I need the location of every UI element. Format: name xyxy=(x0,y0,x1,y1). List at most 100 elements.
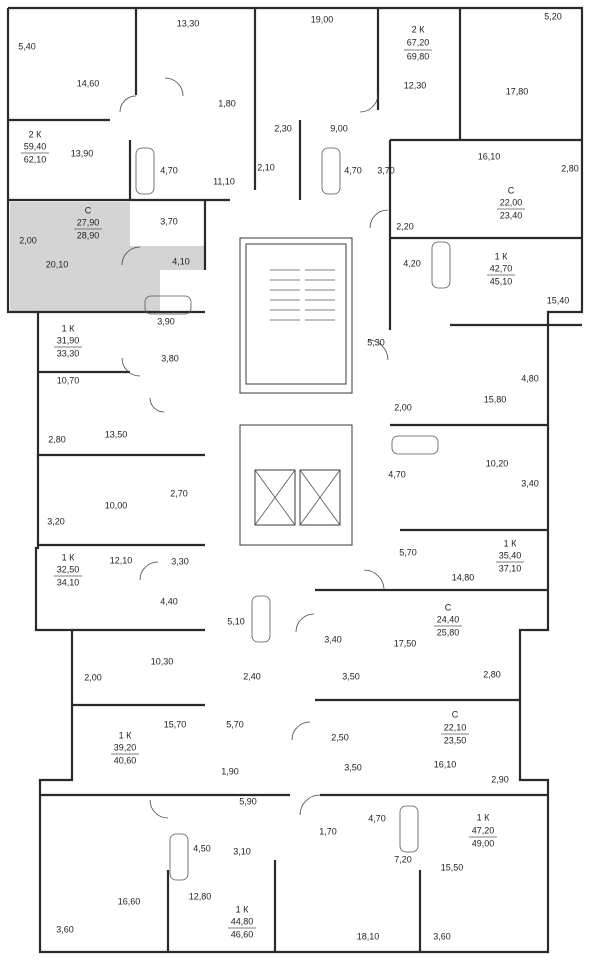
room-area: 2,00 xyxy=(84,672,102,682)
room-area: 10,70 xyxy=(57,375,80,385)
apartment-type: 1 К xyxy=(495,251,509,261)
room-area: 5,10 xyxy=(227,616,245,626)
room-area: 15,40 xyxy=(547,295,570,305)
apartment-type: 1 К xyxy=(62,323,76,333)
apartment-total-area: 33,30 xyxy=(57,348,80,358)
room-area: 2,10 xyxy=(257,162,275,172)
apartment-type: 1 К xyxy=(119,730,133,740)
room-area: 13,90 xyxy=(71,148,94,158)
apartment-label: 1 К 39,20 40,60 xyxy=(111,730,139,765)
room-area: 4,50 xyxy=(193,843,211,853)
apartment-type: 1 К xyxy=(62,552,76,562)
apartment-living-area: 35,40 xyxy=(499,550,522,560)
room-area: 2,30 xyxy=(274,123,292,133)
room-area: 15,50 xyxy=(441,862,464,872)
room-area: 3,40 xyxy=(324,634,342,644)
bathroom-fixtures xyxy=(135,147,451,881)
room-area: 19,00 xyxy=(311,14,334,24)
apartment-label: 1 К 47,20 49,00 xyxy=(469,812,497,848)
apartment-total-area: 28,90 xyxy=(77,230,100,240)
room-area: 14,80 xyxy=(452,572,475,582)
apartment-type: 2 К xyxy=(29,129,43,139)
room-area: 4,10 xyxy=(172,256,190,266)
apartment-living-area: 39,20 xyxy=(114,742,137,752)
apartment-total-area: 46,60 xyxy=(231,929,254,939)
doors xyxy=(119,77,389,819)
apartment-total-area: 40,60 xyxy=(114,755,137,765)
room-area: 3,60 xyxy=(56,924,74,934)
outer-walls xyxy=(6,6,584,954)
room-area: 16,60 xyxy=(118,896,141,906)
apartment-labels: 2 К 67,20 69,80 2 К 59,40 62,10 С 27,90 … xyxy=(21,24,525,939)
room-area: 3,30 xyxy=(171,556,189,566)
apartment-type: 1 К xyxy=(236,904,250,914)
apartment-label: С 22,00 23,40 xyxy=(497,185,525,220)
apartment-label: 1 К 44,80 46,60 xyxy=(228,904,256,939)
apartment-living-area: 44,80 xyxy=(231,916,254,926)
room-area: 5,70 xyxy=(399,547,417,557)
room-area: 5,40 xyxy=(18,41,36,51)
room-area: 13,30 xyxy=(177,18,200,28)
room-area: 2,00 xyxy=(19,235,37,245)
room-area: 16,10 xyxy=(478,151,501,161)
room-area: 4,20 xyxy=(403,258,421,268)
room-area: 11,10 xyxy=(213,176,235,186)
apartment-total-area: 45,10 xyxy=(490,276,513,286)
room-area: 10,00 xyxy=(105,500,128,510)
apartment-living-area: 27,90 xyxy=(77,217,100,227)
room-area: 3,90 xyxy=(157,316,175,326)
apartment-label: С 24,40 25,80 xyxy=(434,602,462,637)
room-area-labels: 5,40 14,60 13,30 19,00 12,30 17,80 5,20 … xyxy=(18,11,579,941)
apartment-living-area: 42,70 xyxy=(490,263,513,273)
apartment-total-area: 49,00 xyxy=(472,838,495,848)
room-area: 3,60 xyxy=(433,931,451,941)
room-area: 5,20 xyxy=(544,11,562,21)
room-area: 2,80 xyxy=(561,163,579,173)
room-area: 9,00 xyxy=(330,123,348,133)
room-area: 15,80 xyxy=(484,394,507,404)
room-area: 2,40 xyxy=(243,671,261,681)
apartment-living-area: 24,40 xyxy=(437,614,460,624)
apartment-total-area: 23,50 xyxy=(444,735,467,745)
room-area: 10,30 xyxy=(151,656,174,666)
room-area: 3,20 xyxy=(47,516,65,526)
room-area: 3,70 xyxy=(377,165,395,175)
room-area: 16,10 xyxy=(434,759,457,769)
room-area: 2,20 xyxy=(396,221,414,231)
room-area: 20,10 xyxy=(46,259,69,269)
room-area: 12,80 xyxy=(189,891,212,901)
room-area: 2,80 xyxy=(483,669,501,679)
room-area: 12,30 xyxy=(404,80,427,90)
room-area: 12,10 xyxy=(110,555,133,565)
apartment-type: С xyxy=(452,709,459,719)
apartment-total-area: 34,10 xyxy=(57,577,80,587)
building-core xyxy=(239,237,353,546)
apartment-type: 2 К xyxy=(412,24,426,34)
room-area: 18,10 xyxy=(357,931,380,941)
room-area: 2,90 xyxy=(491,774,509,784)
room-area: 5,30 xyxy=(367,337,385,347)
apartment-living-area: 22,00 xyxy=(500,197,523,207)
apartment-label: 2 К 59,40 62,10 xyxy=(21,129,49,164)
room-area: 7,20 xyxy=(394,854,412,864)
room-area: 4,40 xyxy=(160,596,178,606)
room-area: 5,70 xyxy=(226,719,244,729)
room-area: 1,90 xyxy=(221,766,239,776)
apartment-living-area: 47,20 xyxy=(472,825,495,835)
apartment-label: 1 К 31,90 33,30 xyxy=(54,323,82,358)
apartment-label: С 27,90 28,90 xyxy=(74,205,102,240)
apartment-total-area: 69,80 xyxy=(407,51,430,61)
room-area: 14,60 xyxy=(77,78,100,88)
apartment-total-area: 62,10 xyxy=(24,154,47,164)
apartment-total-area: 25,80 xyxy=(437,627,460,637)
room-area: 3,50 xyxy=(344,762,362,772)
room-area: 17,50 xyxy=(394,638,417,648)
room-area: 4,70 xyxy=(160,165,178,175)
room-area: 3,50 xyxy=(342,671,360,681)
room-area: 3,70 xyxy=(160,216,178,226)
apartment-total-area: 23,40 xyxy=(500,210,523,220)
room-area: 4,70 xyxy=(368,813,386,823)
apartment-type: 1 К xyxy=(504,538,518,548)
room-area: 5,90 xyxy=(239,796,257,806)
